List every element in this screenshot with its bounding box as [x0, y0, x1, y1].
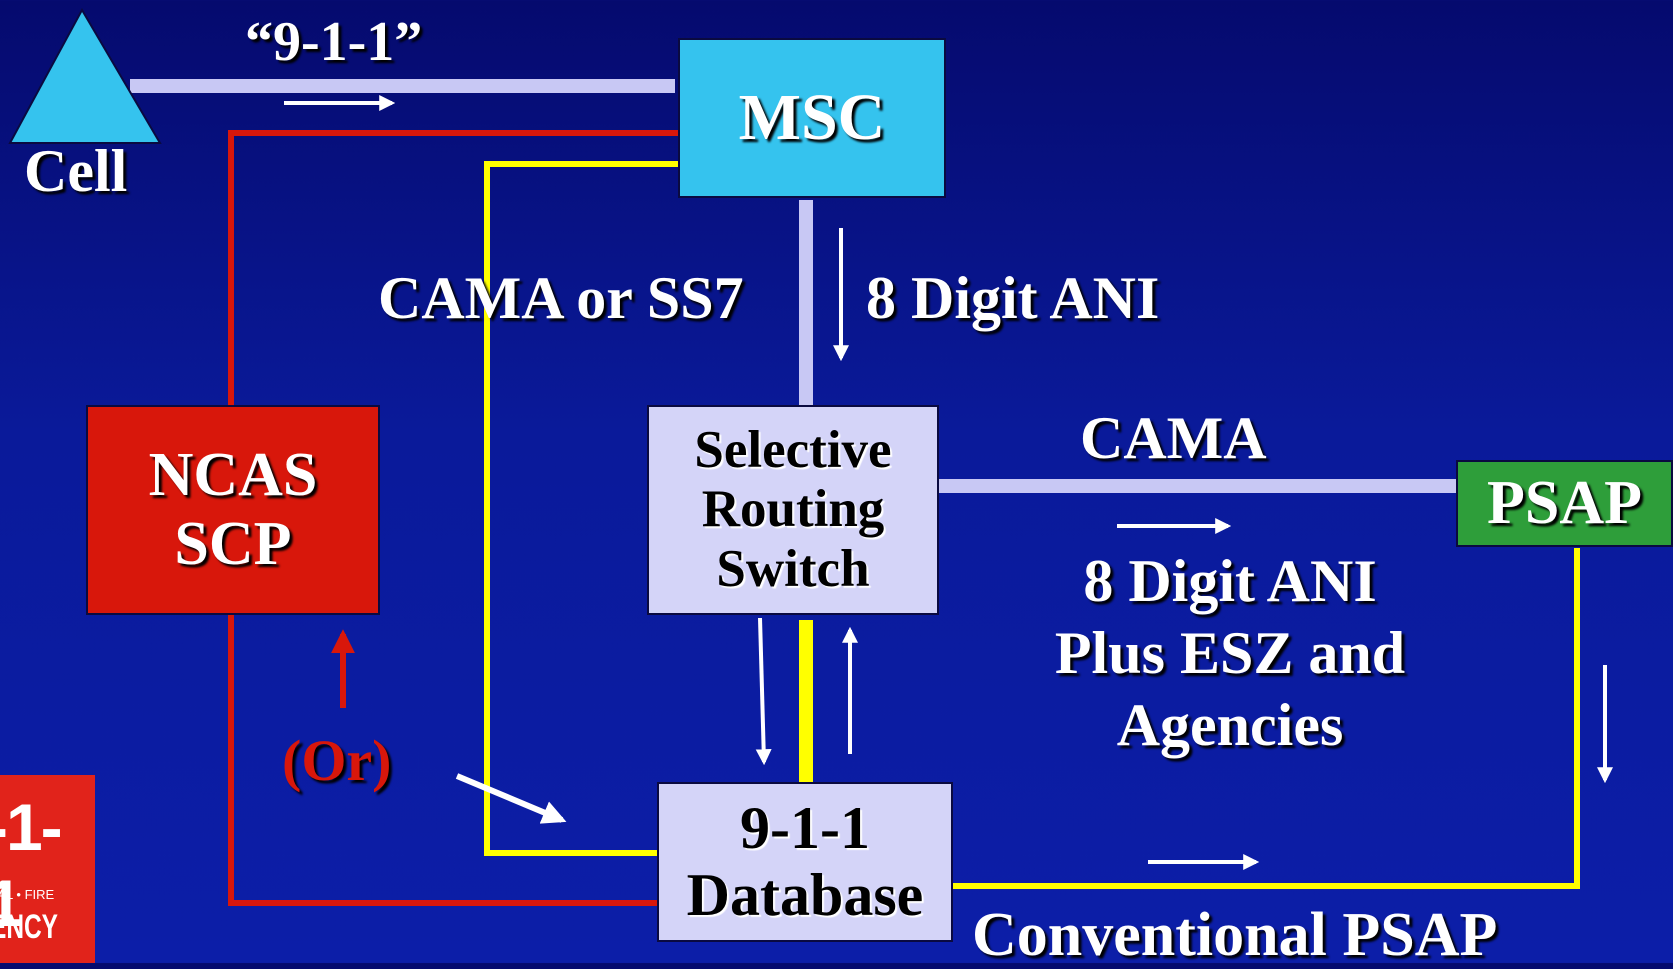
- database-to-psap-line: [950, 548, 1580, 889]
- ncas-node-line-2: SCP: [174, 510, 292, 578]
- cell-tower-icon: [8, 7, 162, 144]
- msc-node: MSC: [678, 38, 946, 198]
- ani-plus-line-1: 8 Digit ANI: [1083, 548, 1377, 614]
- or-label: (Or): [282, 728, 392, 793]
- selective-routing-switch-node: Selective Routing Switch: [647, 405, 939, 615]
- database-node-line-1: 9-1-1: [740, 794, 870, 861]
- database-node-line-2: Database: [686, 862, 924, 928]
- logo-line-1: -1-1: [0, 790, 63, 940]
- ani-label: 8 Digit ANI: [866, 265, 1160, 331]
- dialed-number-label: “9-1-1”: [245, 11, 423, 73]
- srs-node-line-1: Selective: [694, 420, 892, 479]
- msc-node-label: MSC: [738, 81, 886, 155]
- ani-plus-line-3: Agencies: [1116, 692, 1344, 758]
- srs-node-line-3: Switch: [716, 539, 870, 598]
- conventional-psap-label: Conventional PSAP: [972, 901, 1498, 969]
- ncas-node-line-1: NCAS: [148, 440, 318, 509]
- trunk-type-label: CAMA or SS7: [378, 265, 744, 331]
- srs-node-line-2: Routing: [701, 480, 885, 539]
- msc-to-database-line: [484, 161, 678, 856]
- msc-to-ncas-line: [228, 130, 678, 408]
- ani-plus-line-2: Plus ESZ and: [1054, 620, 1406, 686]
- database-node: 9-1-1 Database: [657, 782, 953, 942]
- ani-plus-label: 8 Digit ANI Plus ESZ and Agencies: [990, 545, 1470, 761]
- ncas-scp-node: NCAS SCP: [86, 405, 380, 615]
- cama-label: CAMA: [1080, 405, 1267, 471]
- ncas-to-database-line: [228, 612, 662, 906]
- psap-node: PSAP: [1456, 460, 1673, 547]
- logo-line-2: CAL • FIRE: [0, 887, 55, 902]
- arrow-diagonal-icon: [455, 773, 567, 824]
- psap-node-label: PSAP: [1487, 468, 1642, 537]
- arrow-down-icon: [755, 617, 772, 766]
- cell-label: Cell: [24, 138, 128, 204]
